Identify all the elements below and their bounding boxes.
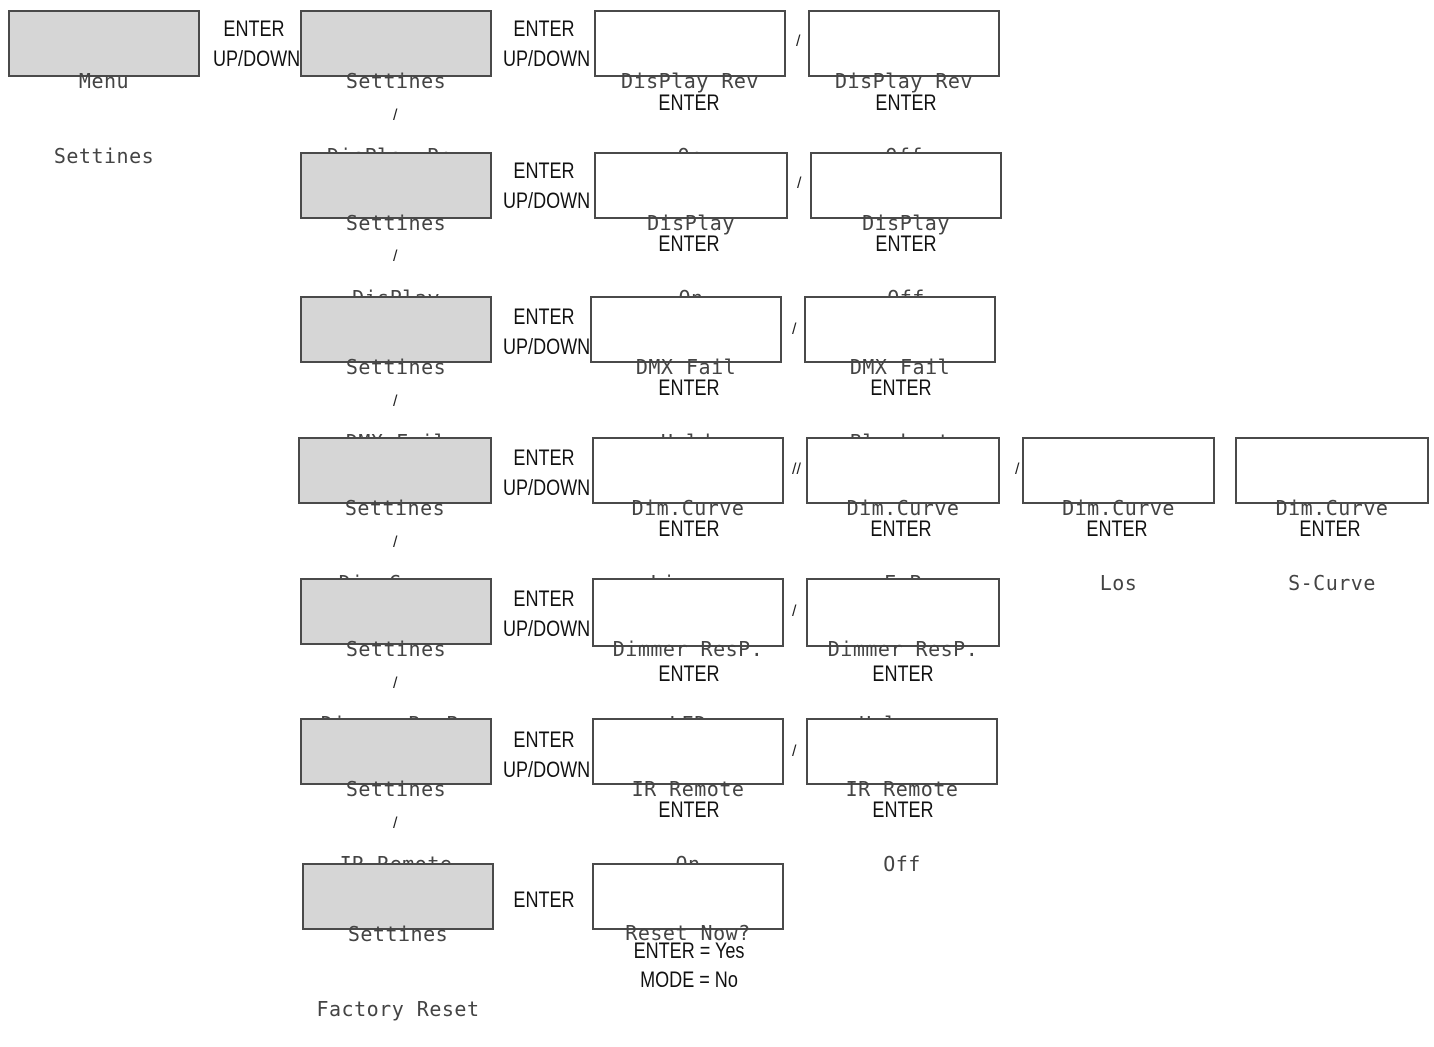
reset-now-box: Reset Now? (592, 863, 784, 945)
ir-remote-off-box: IR Remote Off (806, 718, 998, 876)
box-line-1: Dim.Curve (631, 496, 745, 520)
enter-updown-label: ENTER UP/DOWN (503, 727, 591, 782)
separator: / (1015, 461, 1020, 478)
enter-label: ENTER (658, 90, 720, 115)
settings-ir-remote-box: Settines IR Remote (300, 718, 492, 876)
box-line-2: Settines (53, 144, 155, 168)
dmx-fail-blackout-box: DMX Fail Blackout (804, 296, 996, 454)
settings-display-box: Settines DisPlay (300, 152, 492, 310)
separator: / (792, 743, 797, 760)
settings-factory-reset-box: Settines Factory Reset (302, 863, 494, 1021)
ir-remote-on-box: IR Remote On (592, 718, 784, 876)
settings-dimmer-resp-box: Settines Dimmer ResP. (300, 578, 492, 736)
settings-dmx-fail-box: Settines DMX Fail (300, 296, 492, 454)
enter-yes-mode-no-label: ENTER = Yes MODE = No (633, 938, 745, 992)
box-line-1: Reset Now? (625, 921, 751, 945)
box-line-2: Off (883, 852, 921, 876)
enter-label: ENTER (658, 516, 720, 541)
box-line-1: Settines (344, 496, 446, 520)
display-off-box: DisPlay Off (810, 152, 1002, 310)
separator: / (797, 175, 802, 192)
dim-curve-linear-box: Dim.Curve Linear (592, 437, 784, 595)
separator: / (393, 815, 398, 832)
display-rev-on-box: DisPlay Rev On (594, 10, 786, 168)
box-line-2: Factory Reset (316, 997, 480, 1021)
box-line-1: Dim.Curve (1275, 496, 1389, 520)
box-line-1: DisPlay (862, 211, 950, 235)
enter-updown-label: ENTER UP/DOWN (213, 16, 301, 71)
enter-label: ENTER (658, 797, 720, 822)
box-line-1: Settines (347, 922, 449, 946)
dim-curve-log-box: Dim.Curve Los (1022, 437, 1215, 595)
dmx-fail-hold-box: DMX Fail Hold (590, 296, 782, 454)
box-line-1: Dim.Curve (846, 496, 960, 520)
enter-label: ENTER (513, 887, 575, 912)
enter-label: ENTER (658, 661, 720, 686)
separator: / (792, 321, 797, 338)
box-line-1: Dimmer ResP. (612, 637, 764, 661)
box-line-1: Menu (78, 69, 130, 93)
enter-label: ENTER (875, 90, 937, 115)
dimmer-resp-halogen-box: Dimmer ResP. Halosen (806, 578, 1000, 736)
separator: / (796, 33, 801, 50)
dim-curve-s-curve-box: Dim.Curve S-Curve (1235, 437, 1429, 595)
enter-label: ENTER (872, 661, 934, 686)
enter-label: ENTER (658, 231, 720, 256)
box-line-1: DMX Fail (635, 355, 737, 379)
separator: / (393, 248, 398, 265)
enter-label: ENTER (1086, 516, 1148, 541)
settings-dim-curve-box: Settines Dim.Curve (298, 437, 492, 595)
separator: / (393, 393, 398, 410)
enter-updown-label: ENTER UP/DOWN (503, 586, 591, 641)
separator: / (393, 675, 398, 692)
enter-label: ENTER (1299, 516, 1361, 541)
box-line-1: DisPlay (647, 211, 735, 235)
box-line-1: DisPlay Rev (621, 69, 759, 93)
display-on-box: DisPlay On (594, 152, 788, 310)
enter-updown-label: ENTER UP/DOWN (503, 16, 591, 71)
box-line-1: DisPlay Rev (835, 69, 973, 93)
separator: / (393, 107, 398, 124)
box-line-1: DMX Fail (849, 355, 951, 379)
dim-curve-exp-box: Dim.Curve ExP (806, 437, 1000, 595)
enter-label: ENTER (870, 375, 932, 400)
box-line-1: Settines (345, 211, 447, 235)
enter-updown-label: ENTER UP/DOWN (503, 445, 591, 500)
enter-updown-label: ENTER UP/DOWN (503, 158, 591, 213)
menu-settings-box: Menu Settines (8, 10, 200, 168)
separator: // (792, 461, 801, 478)
enter-label: ENTER (872, 797, 934, 822)
box-line-2: Los (1099, 571, 1138, 595)
dimmer-resp-led-box: Dimmer ResP. LED (592, 578, 784, 736)
box-line-2: S-Curve (1288, 571, 1376, 595)
enter-label: ENTER (875, 231, 937, 256)
settings-display-rev-box: Settines DisPlay Rev (300, 10, 492, 168)
box-line-1: Dimmer ResP. (827, 637, 979, 661)
box-line-1: Dim.Curve (1062, 496, 1175, 520)
box-line-1: IR Remote (631, 777, 745, 801)
box-line-1: Settines (345, 777, 447, 801)
enter-updown-label: ENTER UP/DOWN (503, 304, 591, 359)
box-line-1: Settines (345, 355, 447, 379)
separator: / (792, 603, 797, 620)
display-rev-off-box: DisPlay Rev Off (808, 10, 1000, 168)
enter-label: ENTER (870, 516, 932, 541)
enter-label: ENTER (658, 375, 720, 400)
separator: / (393, 534, 398, 551)
box-line-1: Settines (345, 637, 447, 661)
box-line-1: IR Remote (845, 777, 959, 801)
box-line-1: Settines (345, 69, 447, 93)
